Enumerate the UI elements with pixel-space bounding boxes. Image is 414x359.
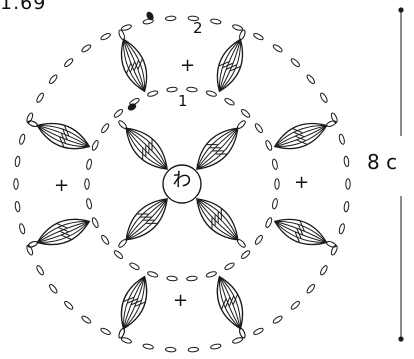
round-1-label: 1 [178,92,188,110]
join-mark-right: + [294,172,309,193]
outer-petal-9 [24,212,93,256]
outer-petal-11 [110,273,154,342]
join-mark-left: + [54,175,69,196]
outer-petal-6 [271,212,340,256]
join-mark-bottom: + [173,290,188,311]
dimension-line [398,7,403,341]
inner-petal-bottom-left [111,191,175,255]
figure-number: 1.69 [0,0,46,14]
round-2-label: 2 [193,19,203,37]
inner-petal-bottom-right [189,191,253,255]
center-ring-label: わ [164,165,200,192]
dimension-label: 8 c [367,150,397,174]
outer-petal-10 [24,112,93,156]
join-mark-top: + [180,55,195,76]
outer-petal-5 [271,112,340,156]
outer-petal-12 [210,273,254,342]
outer-petal-4 [210,26,254,95]
outer-petal-3 [110,26,154,95]
